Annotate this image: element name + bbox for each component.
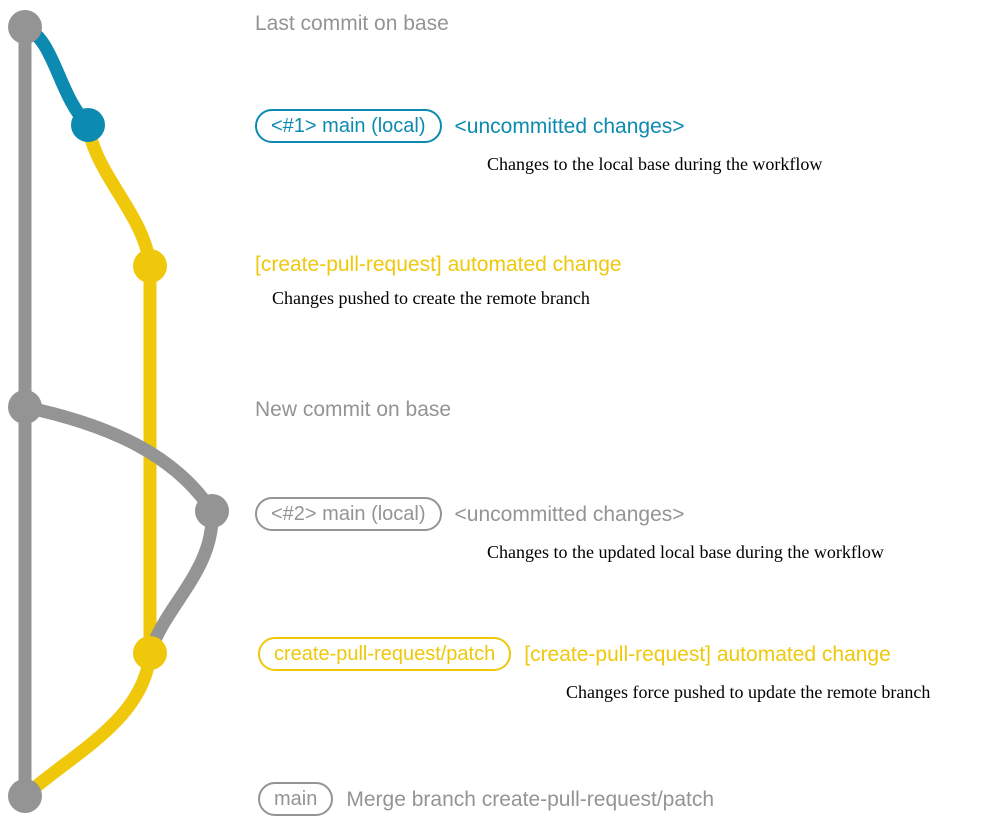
branch-badge-main-local-2[interactable]: <#2> main (local)	[255, 497, 442, 531]
row-heading: [create-pull-request] automated change	[524, 642, 891, 666]
node-local-commit-2	[195, 494, 229, 528]
edge-base-to-local2	[18, 400, 219, 518]
row-description: Changes to the updated local base during…	[487, 542, 884, 562]
row-description: Changes pushed to create the remote bran…	[272, 288, 590, 308]
row-heading: <uncommitted changes>	[454, 502, 685, 526]
node-patch-commit-1	[133, 249, 167, 283]
node-base-commit-merge	[8, 779, 42, 813]
commit-nodes	[8, 10, 229, 813]
row-automated-change-2: create-pull-request/patch [create-pull-r…	[258, 637, 930, 701]
row-main-local-1: <#1> main (local) <uncommitted changes> …	[255, 109, 822, 173]
node-patch-commit-2	[133, 636, 167, 670]
row-new-commit-on-base: New commit on base	[255, 399, 451, 420]
edge-local1-to-patch1	[81, 118, 157, 273]
edge-local2-to-patch2	[143, 504, 219, 660]
row-automated-change-1: [create-pull-request] automated change C…	[255, 254, 622, 307]
row-merge-branch: main Merge branch create-pull-request/pa…	[258, 782, 714, 816]
row-main-local-2: <#2> main (local) <uncommitted changes> …	[255, 497, 884, 561]
branch-badge-create-pull-request-patch[interactable]: create-pull-request/patch	[258, 637, 512, 671]
row-description: Changes force pushed to update the remot…	[566, 682, 931, 702]
node-base-commit-top	[8, 10, 42, 44]
row-heading: [create-pull-request] automated change	[255, 253, 622, 276]
edge-patch2-to-merge	[18, 646, 157, 803]
row-heading: Last commit on base	[255, 12, 449, 35]
row-heading: New commit on base	[255, 398, 452, 421]
node-local-commit-1	[71, 108, 105, 142]
row-last-commit-on-base: Last commit on base	[255, 13, 449, 34]
edge-base-to-local1	[18, 20, 95, 132]
branch-badge-main-local-1[interactable]: <#1> main (local)	[255, 109, 442, 143]
branch-badge-main[interactable]: main	[258, 782, 334, 816]
row-heading: <uncommitted changes>	[454, 114, 685, 138]
row-description: Changes to the local base during the wor…	[487, 154, 823, 174]
row-heading: Merge branch create-pull-request/patch	[346, 787, 715, 811]
node-base-commit-new	[8, 390, 42, 424]
